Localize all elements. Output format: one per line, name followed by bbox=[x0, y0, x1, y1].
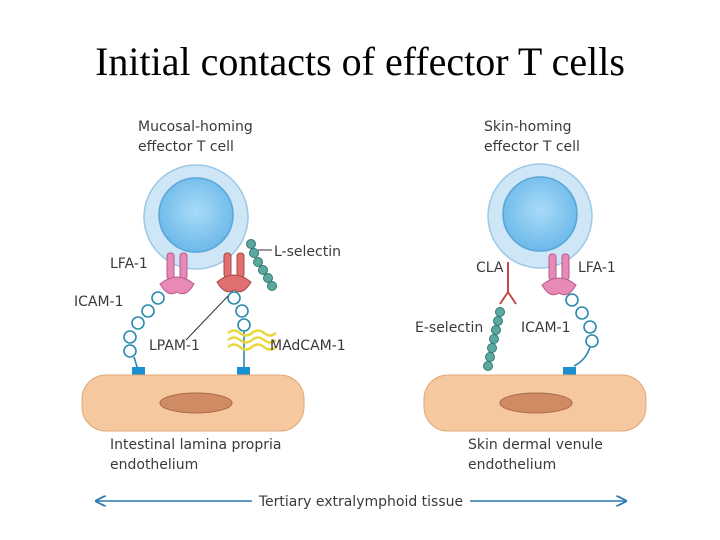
right-cell-label-line2: effector T cell bbox=[484, 139, 580, 155]
left-tissue-label-line1: Intestinal lamina propria bbox=[110, 437, 281, 453]
left-cell-label-line2: effector T cell bbox=[138, 139, 234, 155]
left-lfa1-receptor bbox=[159, 252, 195, 295]
slide-title: Initial contacts of effector T cells bbox=[95, 39, 625, 84]
madcam1-label: MAdCAM-1 bbox=[270, 338, 346, 354]
l-selectin-label: L-selectin bbox=[274, 244, 341, 260]
right-icam1-anchor bbox=[563, 367, 576, 377]
left-tissue-label-line2: endothelium bbox=[110, 457, 198, 473]
right-tissue-label-line2: endothelium bbox=[468, 457, 556, 473]
cla-receptor bbox=[499, 262, 517, 305]
left-madcam1-anchor bbox=[237, 367, 250, 377]
left-lpam1-receptor bbox=[216, 252, 252, 293]
right-panel: Skin-homing effector T cell CLA LFA-1 bbox=[415, 119, 647, 473]
tissue-span-label: Tertiary extralymphoid tissue bbox=[258, 494, 463, 510]
e-selectin-chain bbox=[483, 307, 505, 371]
endothelium-nucleus bbox=[159, 392, 233, 414]
left-icam1-anchor bbox=[132, 367, 145, 377]
tissue-span-arrow: Tertiary extralymphoid tissue bbox=[96, 494, 626, 510]
left-lfa1-label: LFA-1 bbox=[110, 256, 148, 272]
madcam1-molecule bbox=[227, 291, 277, 368]
left-panel: Mucosal-homing effector T cell LFA-1 bbox=[74, 119, 346, 473]
e-selectin-label: E-selectin bbox=[415, 320, 483, 336]
cla-label: CLA bbox=[476, 260, 504, 276]
right-cell-label-line1: Skin-homing bbox=[484, 119, 572, 135]
mucosal-t-cell bbox=[143, 164, 249, 270]
right-lfa1-label: LFA-1 bbox=[578, 260, 616, 276]
right-lfa1-receptor bbox=[541, 253, 577, 296]
right-icam1-chain bbox=[565, 293, 599, 367]
intestinal-endothelial-cell bbox=[81, 374, 305, 432]
t-cell-nucleus bbox=[158, 177, 234, 253]
l-selectin-chain bbox=[246, 239, 277, 291]
left-icam1-chain bbox=[123, 291, 165, 371]
left-cell-label-line1: Mucosal-homing bbox=[138, 119, 253, 135]
left-icam1-label: ICAM-1 bbox=[74, 294, 124, 310]
lpam1-pointer bbox=[185, 295, 229, 341]
right-icam1-label: ICAM-1 bbox=[521, 320, 571, 336]
skin-endothelial-cell bbox=[423, 374, 647, 432]
right-tissue-label-line1: Skin dermal venule bbox=[468, 437, 603, 453]
lpam1-label: LPAM-1 bbox=[149, 338, 200, 354]
skin-t-cell bbox=[487, 163, 593, 269]
